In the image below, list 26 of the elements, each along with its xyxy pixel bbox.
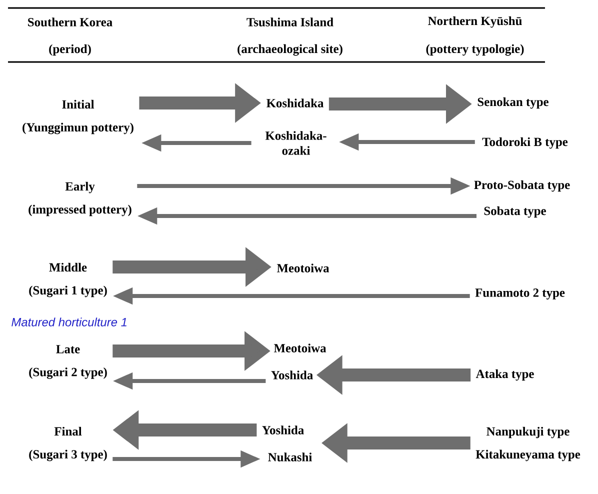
site-label: Meotoiwa	[276, 264, 330, 272]
pottery-type-label: Funamoto 2 type	[475, 288, 565, 300]
column-heading: Tsushima Island	[246, 18, 334, 26]
period-note: Matured horticulture 1	[12, 318, 126, 326]
pottery-type-label: Todoroki B type	[482, 137, 568, 149]
period-label: Final (Sugari 3 type)	[29, 426, 107, 462]
column-heading: (period)	[49, 44, 91, 56]
column-heading: (archaeological site)	[238, 44, 342, 56]
site-label: Koshidaka	[266, 98, 324, 108]
pottery-type-label: Senokan type	[478, 97, 548, 109]
site-label: Yoshida	[271, 370, 313, 380]
pottery-type-label: Ataka type	[476, 369, 534, 381]
column-heading: Northern Kyūshū	[428, 16, 522, 28]
site-label: Yoshida	[262, 426, 304, 434]
pottery-type-label: Nanpukuji type Kitakuneyama type	[476, 426, 580, 462]
site-label: Koshidaka- ozaki	[265, 131, 326, 155]
period-label: Late (Sugari 2 type)	[29, 345, 107, 379]
pottery-type-label: Proto-Sobata type	[474, 180, 570, 192]
site-label: Nukashi	[268, 452, 312, 462]
column-heading: (pottery typologie)	[426, 44, 524, 56]
pottery-type-label: Sobata type	[484, 206, 546, 218]
period-label: Early (impressed pottery)	[28, 182, 132, 216]
period-label: Initial (Yunggimun pottery)	[22, 100, 134, 134]
site-label: Meotoiwa	[274, 344, 326, 352]
period-label: Middle (Sugari 1 type)	[29, 262, 107, 298]
column-heading: Southern Korea	[28, 18, 112, 26]
